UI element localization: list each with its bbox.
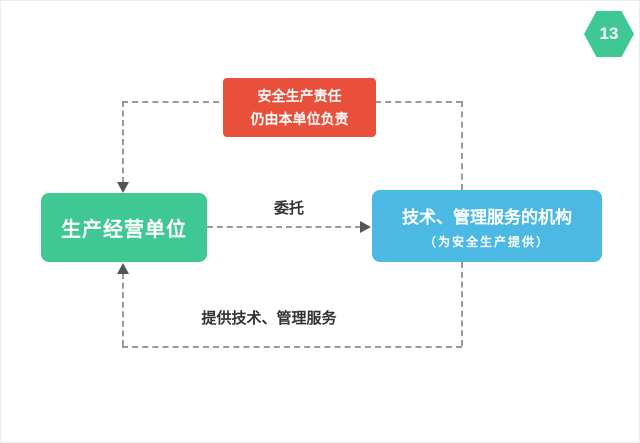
service-agency-title: 技术、管理服务的机构 bbox=[402, 207, 572, 227]
bottom-connector-horizontal bbox=[122, 346, 462, 348]
delegate-arrow-line bbox=[207, 226, 361, 228]
bottom-connector-arrowhead-up-icon bbox=[117, 263, 129, 274]
page-number-badge: 13 bbox=[584, 11, 634, 57]
service-agency-box: 技术、管理服务的机构 （为安全生产提供） bbox=[372, 190, 602, 262]
production-unit-box: 生产经营单位 bbox=[41, 193, 207, 262]
top-connector-arrowhead-down-icon bbox=[117, 182, 129, 193]
bottom-connector-right-vertical bbox=[461, 262, 463, 346]
page-number: 13 bbox=[599, 24, 619, 43]
responsibility-note-box: 安全生产责任 仍由本单位负责 bbox=[223, 78, 376, 137]
service-agency-subtitle: （为安全生产提供） bbox=[423, 234, 550, 249]
services-arrow-label: 提供技术、管理服务 bbox=[201, 310, 337, 327]
responsibility-note-line1: 安全生产责任 bbox=[257, 87, 342, 104]
top-connector-right-vertical bbox=[461, 101, 463, 190]
delegate-arrow-label: 委托 bbox=[273, 200, 304, 217]
production-unit-label: 生产经营单位 bbox=[61, 219, 187, 241]
delegate-arrowhead-right-icon bbox=[360, 221, 371, 233]
responsibility-note-line2: 仍由本单位负责 bbox=[250, 110, 349, 127]
bottom-connector-left-vertical bbox=[122, 273, 124, 346]
top-connector-left-vertical bbox=[122, 101, 124, 183]
